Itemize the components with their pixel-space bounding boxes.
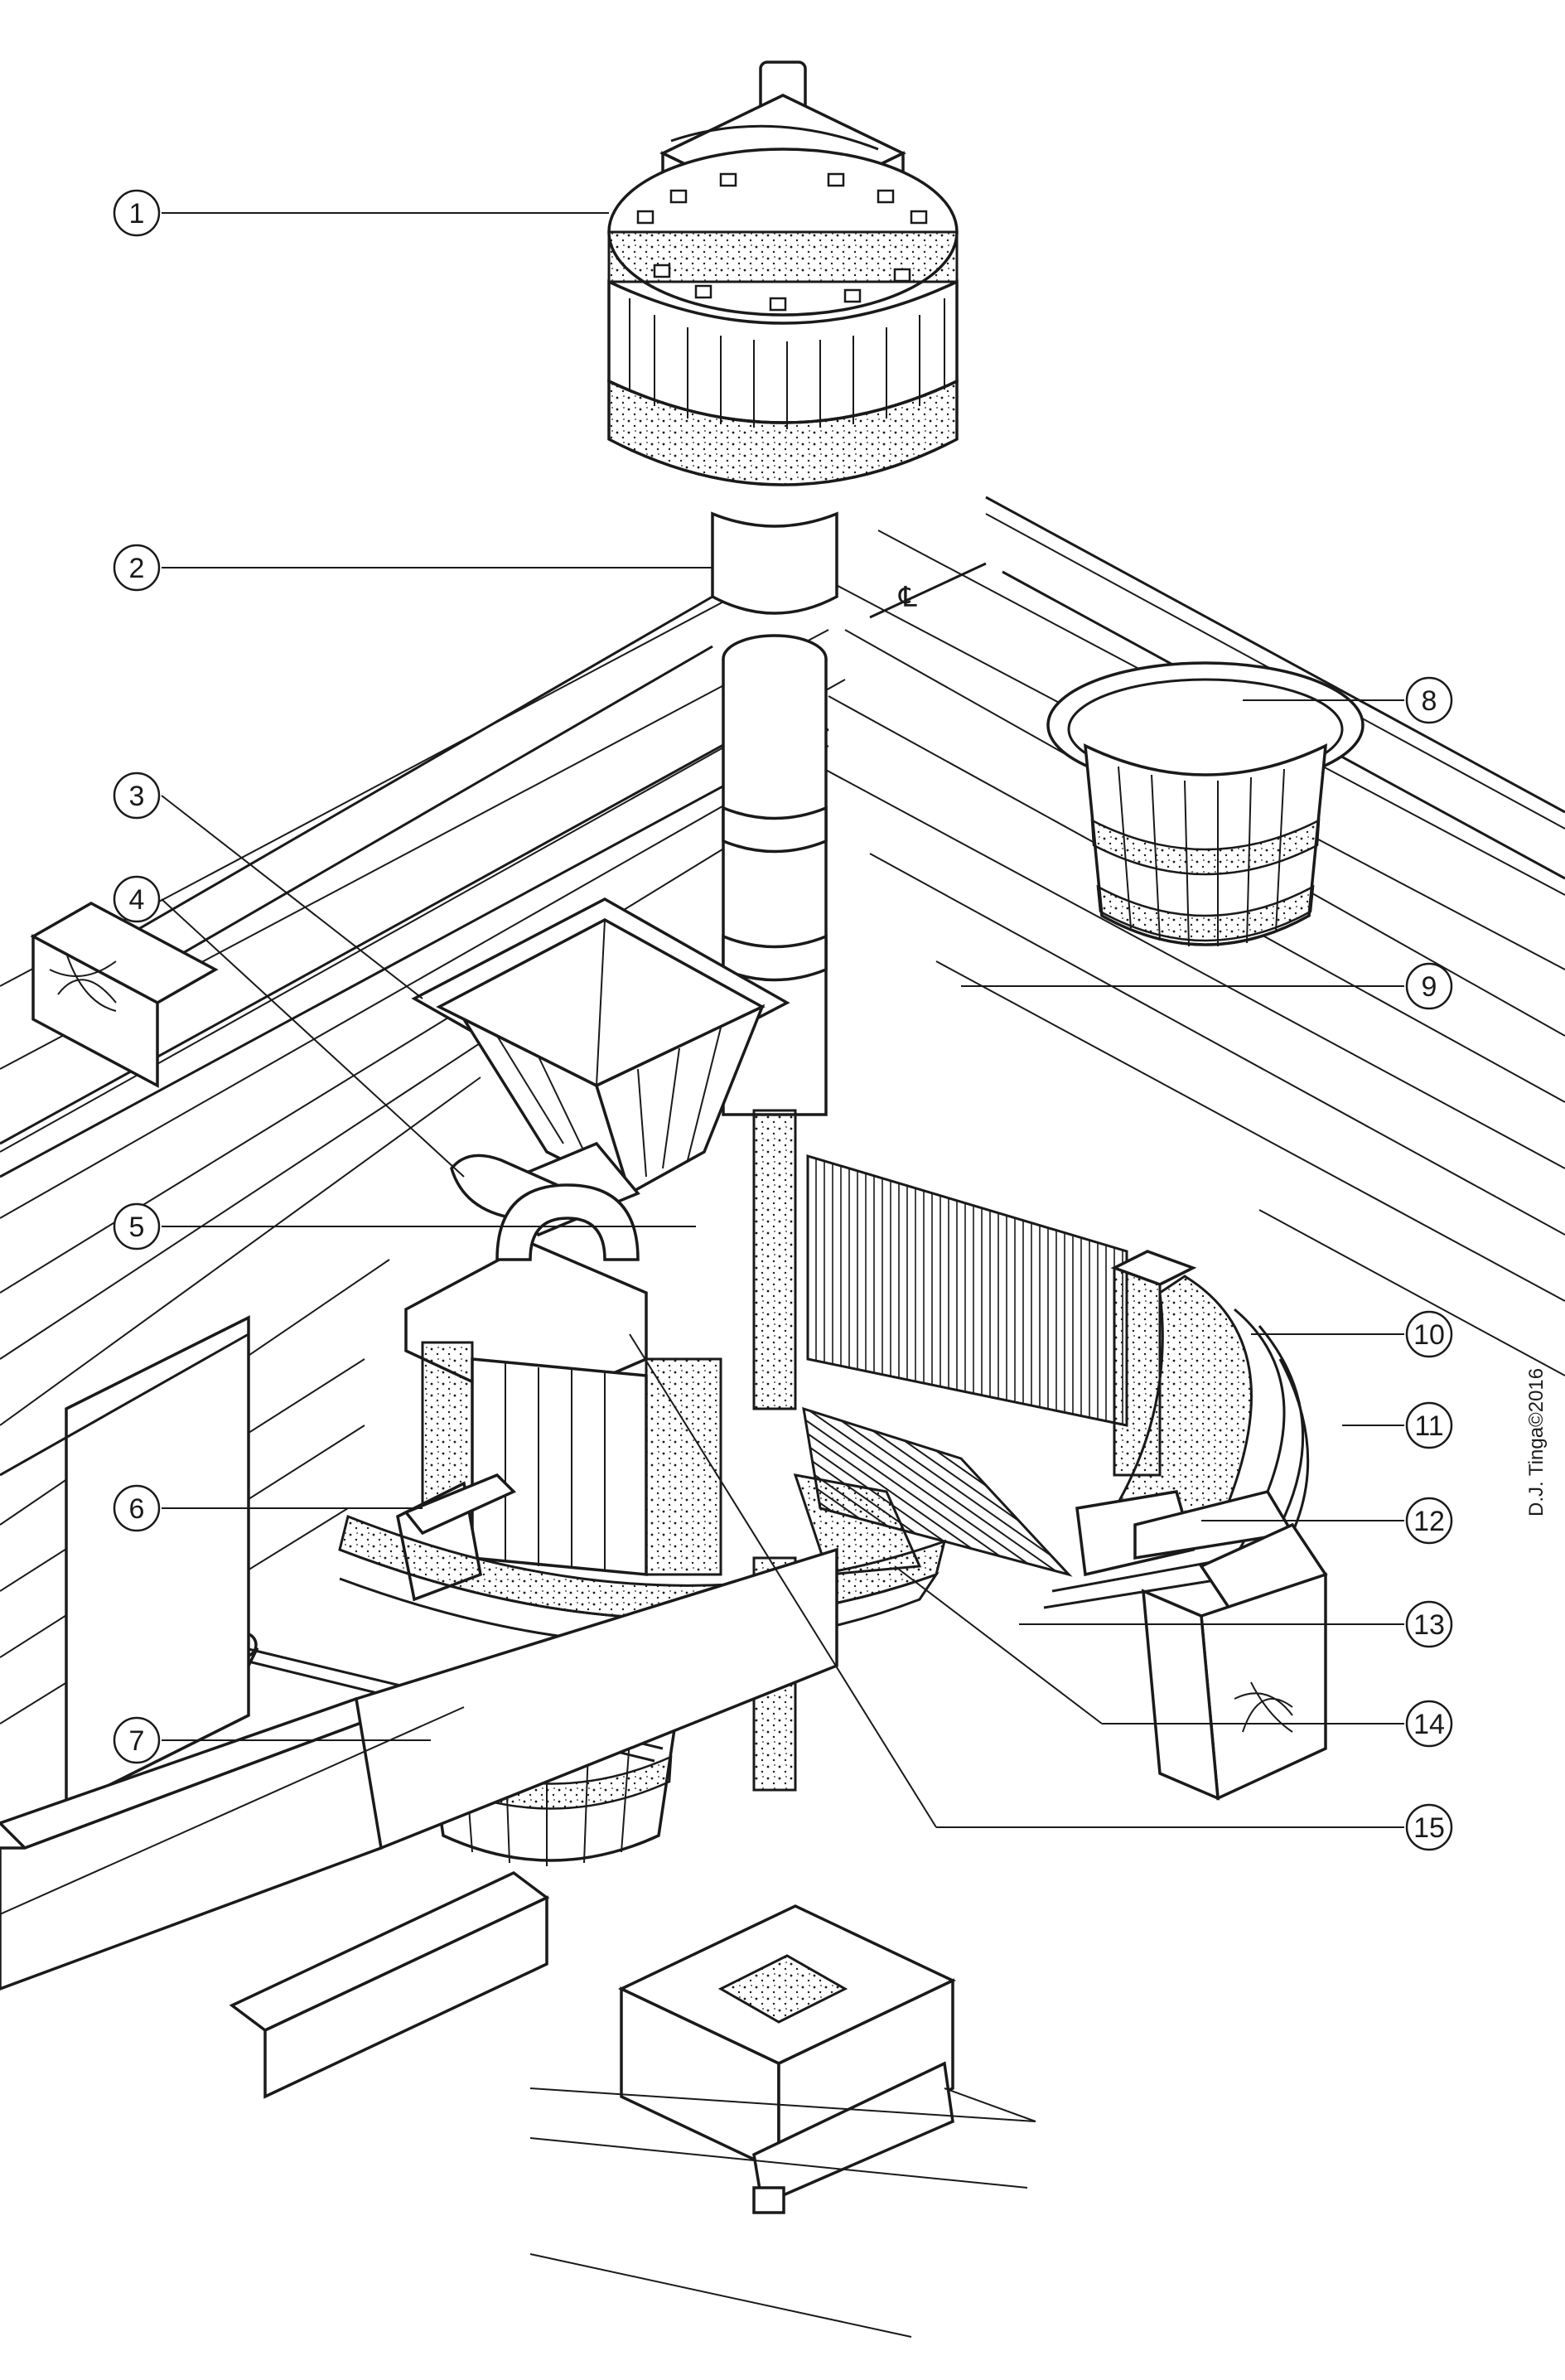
- left-beam-end: [30, 902, 219, 1088]
- callout-15: 15: [1405, 1803, 1453, 1851]
- svg-text:2: 2: [129, 553, 145, 584]
- lower-frame: [0, 1315, 838, 2099]
- stone-eye-sleeve: [711, 511, 838, 615]
- centerline-line: [869, 562, 987, 619]
- callout-10: 10: [1405, 1310, 1453, 1358]
- lower-floor-lines: [0, 1706, 1036, 2338]
- svg-text:10: 10: [1413, 1319, 1445, 1351]
- svg-text:3: 3: [129, 781, 145, 812]
- callout-8: 8: [1405, 676, 1453, 724]
- hatched-partition: [802, 1154, 1128, 1577]
- callout-13: 13: [1405, 1600, 1453, 1648]
- callout-6: 6: [113, 1484, 161, 1532]
- svg-text:1: 1: [129, 198, 145, 230]
- callout-5: 5: [113, 1202, 161, 1250]
- callout-2: 2: [113, 544, 161, 592]
- callout-leaders: [161, 212, 1404, 1828]
- callout-11: 11: [1405, 1401, 1453, 1449]
- svg-text:11: 11: [1414, 1410, 1443, 1442]
- centerline-mark: ℄: [898, 582, 917, 613]
- runner-stone: [607, 60, 959, 486]
- bridge-tree-block: [1141, 1522, 1328, 1801]
- svg-text:4: 4: [129, 884, 145, 916]
- svg-text:9: 9: [1422, 971, 1437, 1003]
- callout-14: 14: [1405, 1700, 1453, 1748]
- svg-text:13: 13: [1413, 1609, 1445, 1641]
- svg-text:12: 12: [1413, 1506, 1445, 1537]
- svg-text:14: 14: [1413, 1709, 1445, 1740]
- callout-3: 3: [113, 772, 161, 820]
- callout-7: 7: [113, 1716, 161, 1764]
- meal-tub-upper: [1046, 661, 1365, 947]
- svg-text:6: 6: [129, 1493, 145, 1525]
- svg-text:5: 5: [129, 1212, 145, 1243]
- svg-text:8: 8: [1422, 685, 1437, 717]
- artist-credit: D.J. Tinga©2016: [1525, 1368, 1548, 1517]
- callout-4: 4: [113, 875, 161, 923]
- svg-text:7: 7: [129, 1725, 145, 1757]
- callout-1: 1: [113, 189, 161, 237]
- callout-12: 12: [1405, 1497, 1453, 1545]
- stone-vat: [396, 1183, 722, 1602]
- svg-text:15: 15: [1413, 1812, 1445, 1844]
- spindle-footstep: [617, 1904, 957, 2214]
- callout-9: 9: [1405, 962, 1453, 1010]
